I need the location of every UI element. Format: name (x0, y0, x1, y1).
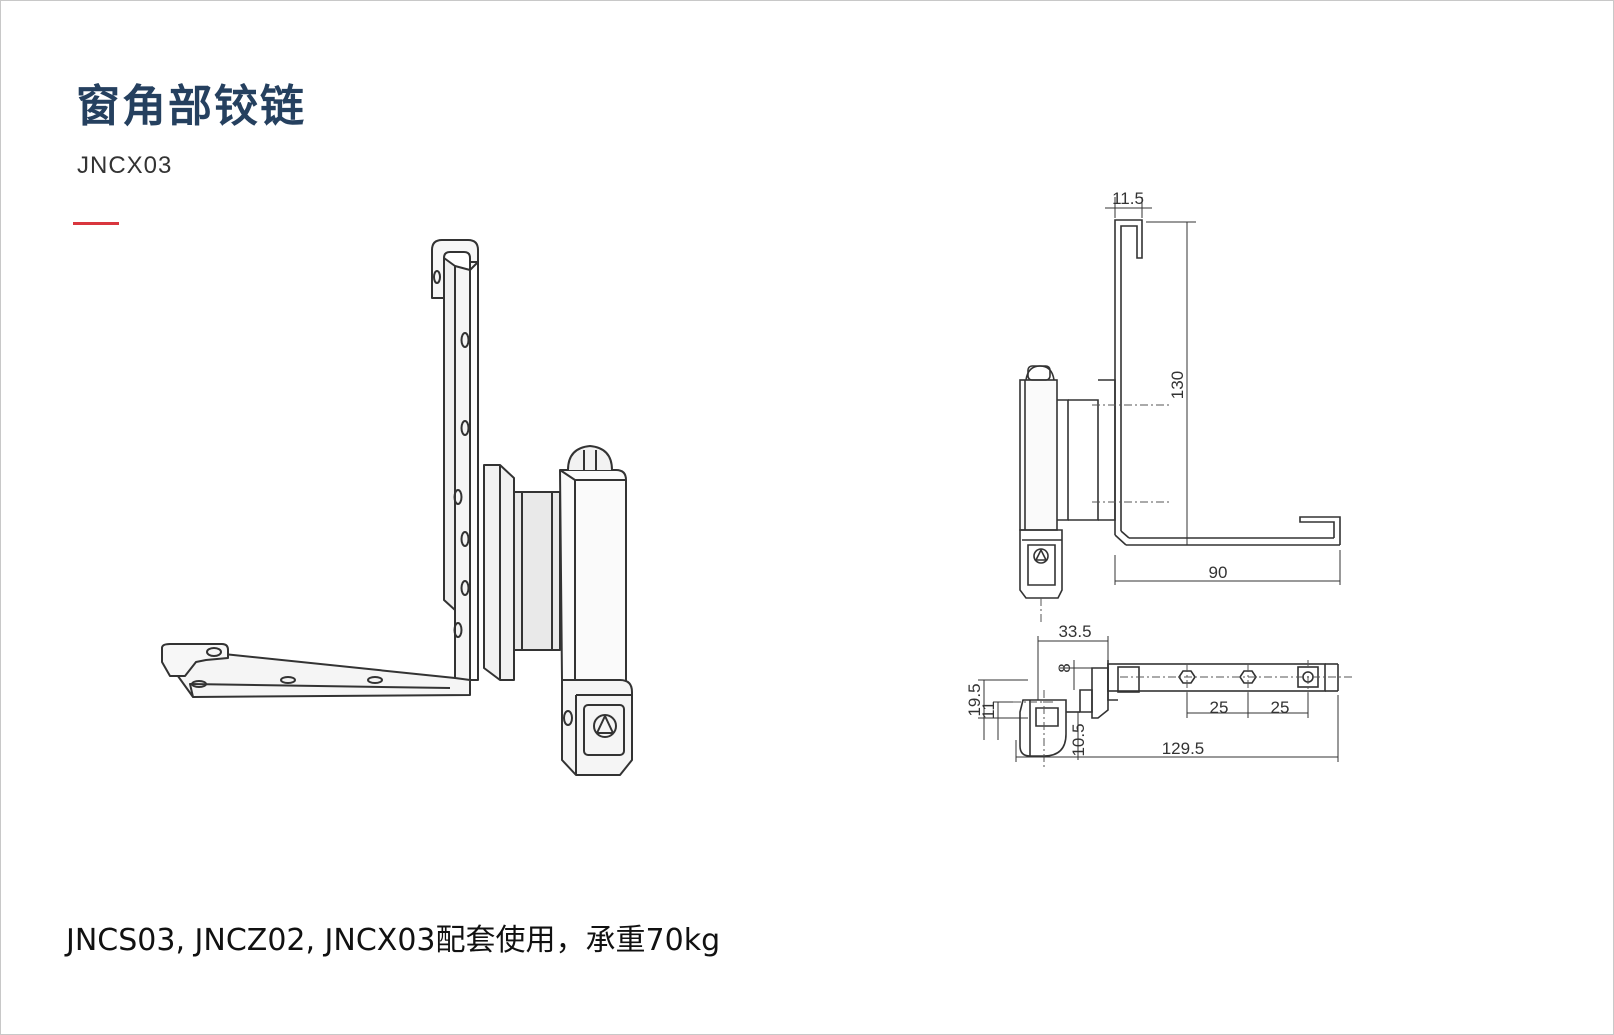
dim-gap: 8 (1055, 663, 1074, 672)
model-number: JNCX03 (77, 152, 173, 179)
dim-top-offset: 11.5 (1112, 189, 1144, 208)
hinge-front-view (1019, 219, 1341, 599)
dim-depth-total: 19.5 (965, 683, 984, 716)
front-view-dimensions (1105, 197, 1341, 585)
dim-width: 90 (1209, 563, 1228, 582)
dim-hole-pitch-2: 25 (1271, 698, 1290, 717)
accent-divider (73, 222, 119, 225)
dim-depth-b: 10.5 (1069, 723, 1088, 756)
front-view-centerlines (1040, 404, 1172, 625)
dim-hole-pitch-1: 25 (1210, 698, 1229, 717)
dim-depth-a: 11 (979, 701, 998, 719)
hinge-perspective-illustration (161, 239, 633, 776)
dim-height: 130 (1168, 371, 1187, 399)
compatibility-caption: JNCS03, JNCZ02, JNCX03配套使用，承重70kg (66, 923, 721, 958)
dim-length: 129.5 (1162, 739, 1205, 758)
dim-offset: 33.5 (1058, 622, 1091, 641)
page-title: 窗角部铰链 (76, 81, 306, 132)
top-view-dimensions (978, 636, 1339, 762)
